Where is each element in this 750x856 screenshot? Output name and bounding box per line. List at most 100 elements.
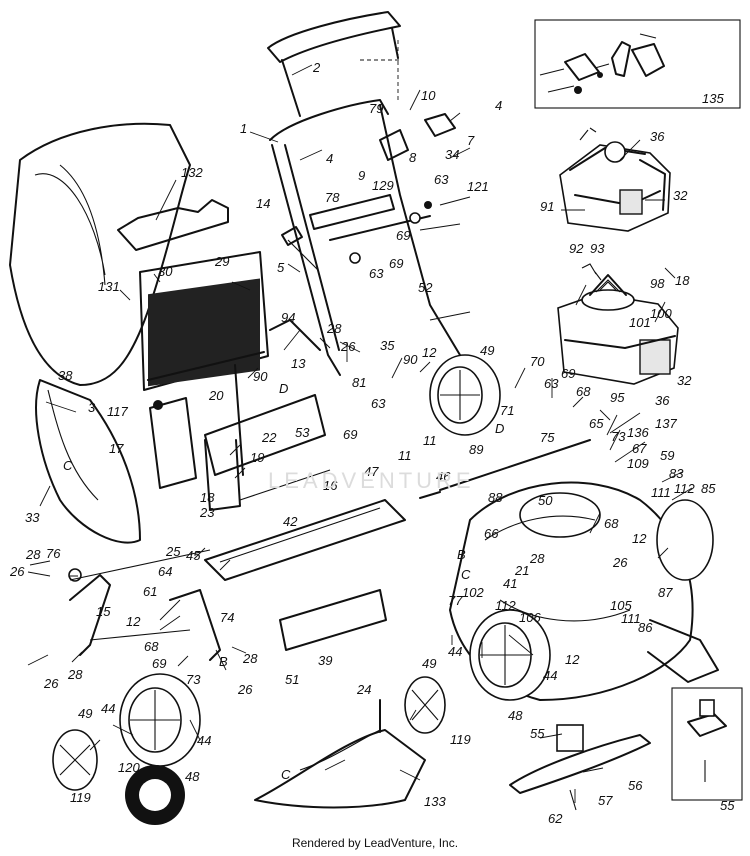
rear-bracket — [204, 319, 331, 511]
callout-65: 65 — [589, 416, 604, 431]
callout-63c: 63 — [371, 396, 386, 411]
callout-44d: 44 — [543, 668, 557, 683]
callout-112a: 112 — [674, 481, 695, 496]
hubcap-119-right — [404, 676, 446, 734]
callout-73b: 73 — [611, 429, 626, 444]
callout-16: 16 — [323, 478, 338, 493]
callout-106: 106 — [519, 610, 541, 625]
callout-28a: 28 — [25, 547, 41, 562]
callout-38: 38 — [58, 368, 73, 383]
callout-11b: 11 — [398, 448, 412, 463]
letter-d-1: D — [279, 381, 288, 396]
callout-7: 7 — [467, 133, 475, 148]
engine-upper — [559, 127, 671, 232]
callout-26b: 26 — [43, 676, 59, 691]
callout-76: 76 — [46, 546, 61, 561]
callout-36a: 36 — [650, 129, 665, 144]
callout-136: 136 — [627, 425, 649, 440]
callout-5: 5 — [277, 260, 285, 275]
callout-132: 132 — [181, 165, 203, 180]
callout-61: 61 — [143, 584, 157, 599]
callout-26d: 26 — [340, 339, 356, 354]
callout-59: 59 — [660, 448, 674, 463]
callout-105: 105 — [610, 598, 632, 613]
wheel-front-right — [469, 609, 551, 701]
footer-credit: Rendered by LeadVenture, Inc. — [291, 836, 459, 850]
wheel-rear-left — [656, 499, 714, 581]
letter-c-2: C — [461, 567, 471, 582]
callout-98: 98 — [650, 276, 665, 291]
callout-20: 20 — [208, 388, 224, 403]
callout-73a: 73 — [186, 672, 201, 687]
callout-48a: 48 — [185, 769, 200, 784]
callout-68a: 68 — [144, 639, 159, 654]
callout-63a: 63 — [369, 266, 384, 281]
callout-117: 117 — [107, 404, 128, 419]
callout-25: 25 — [165, 544, 181, 559]
callout-9: 9 — [358, 168, 365, 183]
callout-121: 121 — [467, 179, 489, 194]
baffle — [279, 589, 387, 651]
callout-83: 83 — [669, 466, 684, 481]
callout-49b: 49 — [422, 656, 436, 671]
callout-45: 45 — [186, 548, 201, 563]
callout-23: 23 — [199, 505, 215, 520]
callout-135: 135 — [702, 91, 724, 106]
callout-55a: 55 — [530, 726, 545, 741]
callout-111b: 111 — [621, 611, 641, 626]
callout-12b: 12 — [632, 531, 647, 546]
callout-120: 120 — [118, 760, 140, 775]
callout-44a: 44 — [101, 701, 115, 716]
callout-4a: 4 — [326, 151, 333, 166]
callout-35: 35 — [380, 338, 395, 353]
handle-assembly — [267, 11, 467, 376]
callout-85: 85 — [701, 481, 716, 496]
callout-10: 10 — [421, 88, 436, 103]
callout-50: 50 — [538, 493, 553, 508]
callout-137: 137 — [655, 416, 677, 431]
callout-74: 74 — [220, 610, 234, 625]
inset-adapter-55 — [671, 687, 743, 801]
callout-26c: 26 — [237, 682, 253, 697]
callout-28d: 28 — [326, 321, 342, 336]
callout-47: 47 — [364, 464, 379, 479]
watermark: LEADVENTURE — [268, 468, 475, 493]
callout-111a: 111 — [651, 485, 671, 500]
hubcap-119-left — [52, 729, 98, 791]
rear-door — [149, 397, 197, 489]
callout-12d: 12 — [565, 652, 580, 667]
rear-axle-rod — [419, 439, 591, 499]
callout-57: 57 — [598, 793, 613, 808]
blade-adapter — [509, 724, 651, 811]
callout-2: 2 — [312, 60, 321, 75]
callout-119b: 119 — [450, 732, 471, 747]
mulch-plate-133 — [254, 699, 426, 809]
callout-8: 8 — [409, 150, 417, 165]
callout-69b: 69 — [396, 228, 410, 243]
callout-70: 70 — [530, 354, 545, 369]
callout-95: 95 — [610, 390, 625, 405]
callout-42: 42 — [283, 514, 298, 529]
callout-102: 102 — [462, 585, 484, 600]
callout-4b: 4 — [495, 98, 502, 113]
callout-109: 109 — [627, 456, 649, 471]
callout-51: 51 — [285, 672, 299, 687]
control-linkage — [349, 196, 471, 321]
callout-44b: 44 — [197, 733, 211, 748]
callout-79: 79 — [369, 101, 383, 116]
callout-1: 1 — [240, 121, 247, 136]
grass-bag — [9, 122, 269, 391]
callout-32b: 32 — [677, 373, 692, 388]
callout-15: 15 — [96, 604, 111, 619]
callout-68b: 68 — [576, 384, 591, 399]
callout-86: 86 — [638, 620, 653, 635]
callout-33: 33 — [25, 510, 40, 525]
callout-100: 100 — [650, 306, 672, 321]
callout-93: 93 — [590, 241, 605, 256]
callout-28c: 28 — [242, 651, 258, 666]
callout-36b: 36 — [655, 393, 670, 408]
callout-66: 66 — [484, 526, 499, 541]
letter-d-2: D — [495, 421, 504, 436]
callout-133: 133 — [424, 794, 446, 809]
